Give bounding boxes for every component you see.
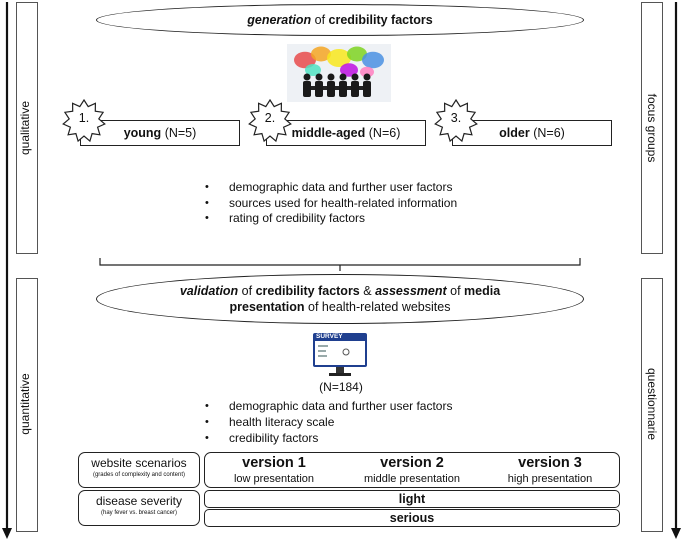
person-head bbox=[315, 73, 323, 81]
person-body bbox=[315, 81, 323, 97]
validation-ellipse: validation of credibility factors & asse… bbox=[96, 274, 584, 324]
focus-group-illustration bbox=[287, 44, 391, 102]
star-badge-2: 2. bbox=[248, 98, 292, 143]
person-body bbox=[327, 81, 335, 97]
speech-bubble bbox=[305, 64, 321, 76]
survey-label: SURVEY bbox=[316, 333, 343, 340]
website-scenarios-label: website scenarios bbox=[91, 456, 187, 470]
person-head bbox=[339, 73, 347, 81]
severity-light-box: light bbox=[204, 490, 620, 508]
list-item: sources used for health-related informat… bbox=[205, 196, 457, 212]
list-item: credibility factors bbox=[205, 430, 452, 446]
generation-ellipse: generation of credibility factors bbox=[96, 4, 584, 36]
group-older-box: older (N=6) bbox=[452, 120, 612, 146]
focus-groups-label: focus groups bbox=[645, 93, 659, 163]
list-item: demographic data and further user factor… bbox=[205, 398, 452, 414]
quantitative-label-box bbox=[16, 278, 38, 532]
qualitative-label: qualitative bbox=[18, 100, 32, 156]
questionnaire-label: questionnarie bbox=[645, 367, 659, 441]
group-middle-aged-box: middle-aged (N=6) bbox=[266, 120, 426, 146]
list-item: health literacy scale bbox=[205, 414, 452, 430]
person-body bbox=[363, 81, 371, 97]
person-head bbox=[327, 73, 335, 81]
sample-size: (N=184) bbox=[319, 380, 363, 394]
qualitative-label-box bbox=[16, 2, 38, 254]
person-head bbox=[351, 73, 359, 81]
speech-bubble bbox=[347, 46, 367, 62]
speech-bubble bbox=[340, 63, 358, 77]
person-body bbox=[351, 81, 359, 97]
version-2: version 2 middle presentation bbox=[363, 455, 460, 485]
disease-severity-label: disease severity bbox=[95, 494, 183, 508]
disease-severity-label-box: disease severity (hay fever vs. breast c… bbox=[78, 490, 200, 526]
quantitative-bullet-list: demographic data and further user factor… bbox=[205, 398, 452, 446]
list-item: demographic data and further user factor… bbox=[205, 180, 457, 196]
questionnaire-label-box bbox=[641, 278, 663, 532]
qualitative-bullet-list: demographic data and further user factor… bbox=[205, 180, 457, 227]
group-young-box: young (N=5) bbox=[80, 120, 240, 146]
website-scenarios-sub: (grades of complexity and content) bbox=[92, 472, 186, 478]
focus-groups-label-box bbox=[641, 2, 663, 254]
speech-bubble bbox=[294, 51, 316, 69]
speech-bubble bbox=[327, 49, 351, 67]
list-item: rating of credibility factors bbox=[205, 211, 457, 227]
severity-serious-box: serious bbox=[204, 509, 620, 527]
version-1: version 1 low presentation bbox=[233, 455, 315, 485]
star-badge-1: 1. bbox=[62, 98, 106, 143]
person-body bbox=[339, 81, 347, 97]
versions-box: version 1 low presentation version 2 mid… bbox=[204, 452, 620, 488]
generation-word: generation bbox=[247, 13, 312, 27]
person-head bbox=[303, 73, 311, 81]
person-body bbox=[303, 81, 311, 97]
disease-severity-sub: (hay fever vs. breast cancer) bbox=[100, 510, 178, 516]
version-3: version 3 high presentation bbox=[507, 455, 593, 485]
survey-monitor-icon: SURVEY bbox=[312, 332, 368, 378]
speech-bubble bbox=[360, 66, 374, 78]
speech-bubble bbox=[362, 51, 384, 69]
website-scenarios-label-box: website scenarios (grades of complexity … bbox=[78, 452, 200, 488]
speech-bubble bbox=[311, 46, 331, 62]
credibility-factors-word: credibility factors bbox=[328, 13, 433, 27]
star-badge-3: 3. bbox=[434, 98, 478, 143]
quantitative-label: quantitative bbox=[18, 373, 32, 435]
person-head bbox=[363, 73, 371, 81]
